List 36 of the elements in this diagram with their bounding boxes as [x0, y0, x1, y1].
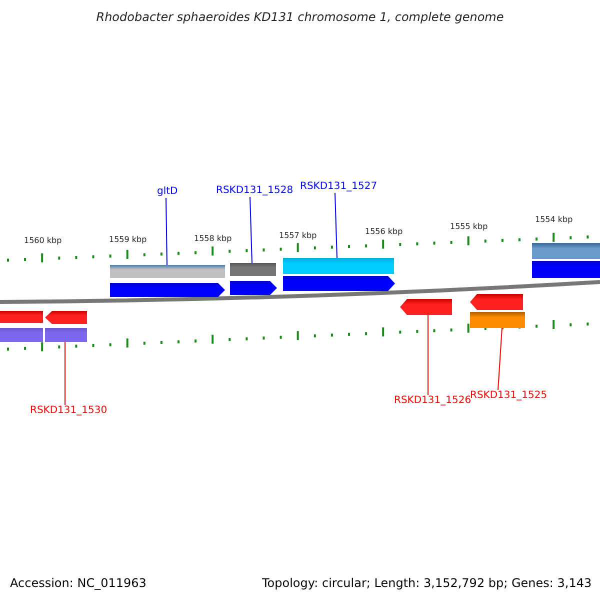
leader-line	[334, 192, 338, 258]
gene-label: RSKD131_1530	[30, 405, 108, 417]
gene-pointer-block	[470, 294, 523, 310]
scale-label: 1559 kbp	[109, 235, 147, 245]
gene-label: RSKD131_1526	[394, 395, 472, 407]
gene-label: gltD	[157, 186, 178, 198]
gene-pointer-block	[45, 311, 87, 324]
info-text: Topology: circular; Length: 3,152,792 bp; Genes: 3,143	[262, 576, 592, 590]
chart-title: Rhodobacter sphaeroides KD131 chromosome 1, complete genome	[95, 10, 505, 24]
gene-label: RSKD131_1527	[300, 181, 378, 193]
gene-label: RSKD131_1528	[216, 185, 294, 197]
gene-bar	[45, 328, 87, 342]
scale-label: 1555 kbp	[450, 222, 488, 232]
leader-line	[498, 328, 502, 390]
gene-bar	[110, 265, 225, 278]
gene-bar	[0, 328, 43, 342]
gene-bar	[230, 263, 276, 276]
gene-pointer-block	[283, 276, 395, 291]
gene-pointer-block	[400, 299, 452, 315]
gene-bar	[283, 258, 394, 274]
info-text: Accession: NC_011963	[10, 576, 146, 590]
gene-bar	[470, 312, 525, 328]
gene-pointer-block	[110, 283, 225, 297]
leader-line	[250, 196, 252, 264]
scale-label: 1558 kbp	[194, 234, 232, 244]
scale-label: 1560 kbp	[24, 236, 62, 246]
leader-line	[64, 342, 66, 406]
scale-label: 1556 kbp	[365, 227, 403, 237]
gene-bar	[532, 261, 600, 278]
gene-pointer-block	[230, 281, 277, 295]
scale-label: 1557 kbp	[279, 231, 317, 241]
leader-line	[166, 198, 168, 266]
scale-label: 1554 kbp	[535, 215, 573, 225]
gene-bar	[0, 311, 43, 323]
gene-bar	[532, 243, 600, 259]
gene-label: RSKD131_1525	[470, 390, 548, 402]
